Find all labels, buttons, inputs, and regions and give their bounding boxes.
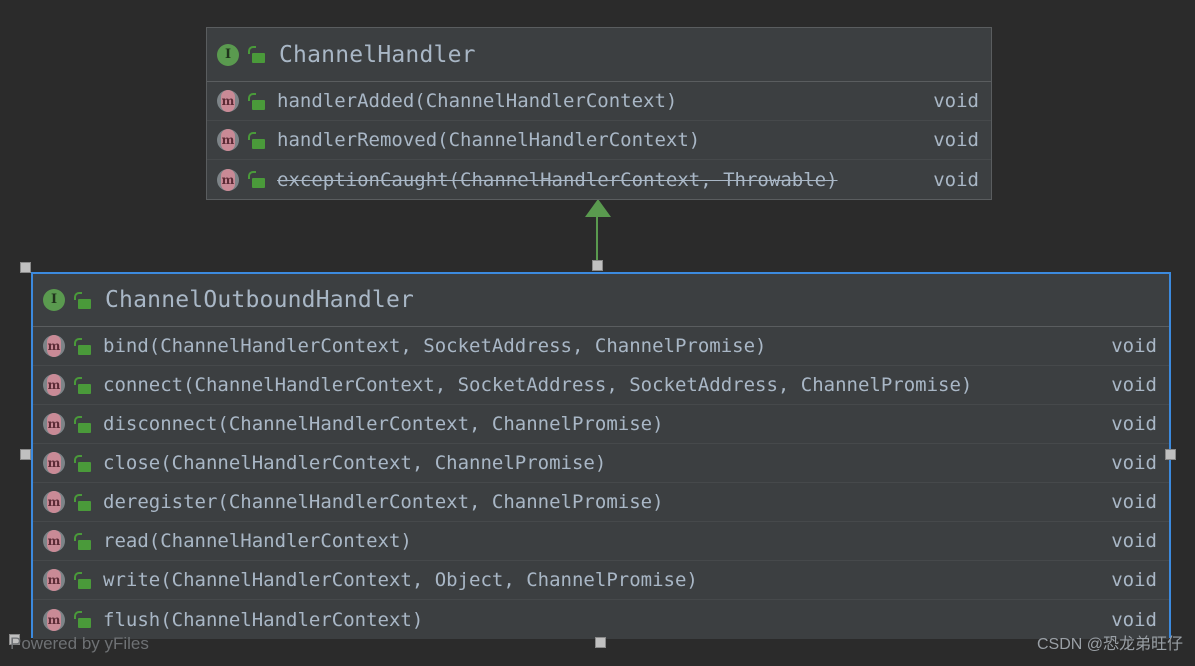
interface-icon: I xyxy=(217,43,239,66)
uml-member-row[interactable]: m bind(ChannelHandlerContext, SocketAddr… xyxy=(33,327,1169,366)
unlock-icon xyxy=(74,493,91,511)
uml-box-header[interactable]: I ChannelHandler xyxy=(207,28,991,82)
method-icon: m xyxy=(43,374,65,396)
member-return-type: void xyxy=(933,90,979,112)
method-icon: m xyxy=(217,90,239,112)
selection-handle-top-left[interactable] xyxy=(20,262,31,273)
member-signature: close(ChannelHandlerContext, ChannelProm… xyxy=(103,452,607,474)
unlock-icon xyxy=(74,454,91,472)
edge-endpoint-handle[interactable] xyxy=(592,260,603,271)
csdn-watermark: CSDN @恐龙弟旺仔 xyxy=(1036,636,1183,653)
member-return-type: void xyxy=(1111,452,1157,474)
member-signature: deregister(ChannelHandlerContext, Channe… xyxy=(103,491,664,513)
member-signature: read(ChannelHandlerContext) xyxy=(103,530,412,552)
interface-icon: I xyxy=(43,289,65,311)
method-icon: m xyxy=(43,608,65,631)
uml-member-row[interactable]: m close(ChannelHandlerContext, ChannelPr… xyxy=(33,444,1169,483)
uml-member-row[interactable]: m deregister(ChannelHandlerContext, Chan… xyxy=(33,483,1169,522)
unlock-icon xyxy=(74,415,91,433)
uml-member-row-deprecated[interactable]: m exceptionCaught(ChannelHandlerContext,… xyxy=(207,160,991,199)
uml-member-row[interactable]: m write(ChannelHandlerContext, Object, C… xyxy=(33,561,1169,600)
uml-class-title: ChannelHandler xyxy=(279,41,476,68)
method-icon: m xyxy=(43,491,65,513)
member-return-type: void xyxy=(1111,413,1157,435)
member-signature: exceptionCaught(ChannelHandlerContext, T… xyxy=(277,168,838,191)
uml-member-list: m handlerAdded(ChannelHandlerContext) vo… xyxy=(207,82,991,199)
unlock-icon xyxy=(74,337,91,355)
selection-handle-right-middle[interactable] xyxy=(1165,449,1176,460)
unlock-icon xyxy=(74,571,91,589)
member-signature: handlerRemoved(ChannelHandlerContext) xyxy=(277,129,701,151)
uml-class-box-channel-outbound-handler[interactable]: I ChannelOutboundHandler m bind(ChannelH… xyxy=(31,272,1171,639)
method-icon: m xyxy=(43,569,65,591)
unlock-icon xyxy=(74,376,91,394)
member-signature: flush(ChannelHandlerContext) xyxy=(103,608,424,631)
selection-handle-left-middle[interactable] xyxy=(20,449,31,460)
method-icon: m xyxy=(43,413,65,435)
member-signature: disconnect(ChannelHandlerContext, Channe… xyxy=(103,413,664,435)
member-return-type: void xyxy=(1111,335,1157,357)
uml-class-box-channel-handler[interactable]: I ChannelHandler m handlerAdded(ChannelH… xyxy=(206,27,992,200)
generalization-arrowhead xyxy=(585,199,611,217)
member-return-type: void xyxy=(1111,569,1157,591)
uml-member-row[interactable]: m read(ChannelHandlerContext) void xyxy=(33,522,1169,561)
unlock-icon xyxy=(248,46,265,63)
uml-box-header[interactable]: I ChannelOutboundHandler xyxy=(33,274,1169,327)
method-icon: m xyxy=(43,335,65,357)
unlock-icon xyxy=(74,291,91,309)
member-signature: connect(ChannelHandlerContext, SocketAdd… xyxy=(103,374,973,396)
member-signature: handlerAdded(ChannelHandlerContext) xyxy=(277,90,678,112)
member-return-type: void xyxy=(1111,374,1157,396)
uml-member-row[interactable]: m handlerAdded(ChannelHandlerContext) vo… xyxy=(207,82,991,121)
generalization-edge-line[interactable] xyxy=(596,217,598,265)
yfiles-watermark: Powered by yFiles xyxy=(10,634,149,653)
unlock-icon xyxy=(248,171,265,188)
method-icon: m xyxy=(217,129,239,151)
uml-member-row[interactable]: m disconnect(ChannelHandlerContext, Chan… xyxy=(33,405,1169,444)
uml-member-row[interactable]: m flush(ChannelHandlerContext) void xyxy=(33,600,1169,639)
unlock-icon xyxy=(248,131,265,149)
method-icon: m xyxy=(43,530,65,552)
unlock-icon xyxy=(74,611,91,628)
selection-handle-bottom-center[interactable] xyxy=(595,637,606,648)
member-return-type: void xyxy=(1111,530,1157,552)
member-return-type: void xyxy=(933,129,979,151)
unlock-icon xyxy=(248,92,265,110)
uml-class-title: ChannelOutboundHandler xyxy=(105,287,415,313)
member-signature: bind(ChannelHandlerContext, SocketAddres… xyxy=(103,335,767,357)
method-icon: m xyxy=(43,452,65,474)
unlock-icon xyxy=(74,532,91,550)
uml-member-list: m bind(ChannelHandlerContext, SocketAddr… xyxy=(33,327,1169,639)
member-signature: write(ChannelHandlerContext, Object, Cha… xyxy=(103,569,698,591)
uml-member-row[interactable]: m connect(ChannelHandlerContext, SocketA… xyxy=(33,366,1169,405)
member-return-type: void xyxy=(1111,608,1157,631)
uml-member-row[interactable]: m handlerRemoved(ChannelHandlerContext) … xyxy=(207,121,991,160)
member-return-type: void xyxy=(1111,491,1157,513)
method-icon: m xyxy=(217,168,239,191)
selection-handle-bottom-left[interactable] xyxy=(9,634,20,645)
member-return-type: void xyxy=(933,168,979,191)
